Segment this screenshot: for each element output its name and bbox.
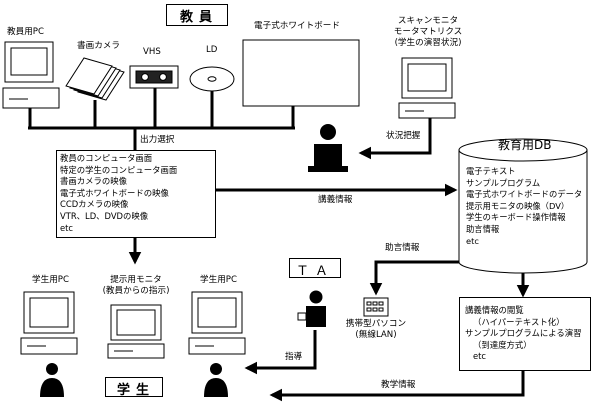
browse-list: 講義情報の閲覧 （ハイパーテキスト化） サンプルプログラムによる演習 （到達度方… <box>465 305 582 363</box>
teacher-person-icon <box>308 124 348 172</box>
teacher-pc-icon <box>2 41 60 109</box>
presentation-monitor-label-2: (教員からの指示) <box>102 286 170 296</box>
student-pc-right-label: 学生用PC <box>200 275 237 285</box>
student-pc-left-icon <box>20 291 78 355</box>
student-pc-left-label: 学生用PC <box>32 275 69 285</box>
lecture-info-label: 講義情報 <box>318 195 353 205</box>
scan-monitor-label-2: モータマトリクス <box>393 27 463 37</box>
teaching-info-arrow <box>269 370 525 402</box>
scan-monitor-icon <box>398 57 456 119</box>
presentation-monitor-label-1: 提示用モニタ <box>110 275 162 285</box>
browse-list-item: 講義情報の閲覧 <box>465 305 524 315</box>
student-pc-right-icon <box>188 291 246 355</box>
mobile-pc-label-2: (無線LAN) <box>355 330 397 340</box>
student-person-right-icon <box>204 363 228 397</box>
teacher-title-box: 教員 <box>166 4 228 26</box>
output-list: 教員のコンピュータ画面 特定の学生のコンピュータ画面 書画カメラの映像 電子式ホ… <box>60 153 177 234</box>
advice-info-arrow <box>369 260 459 296</box>
document-camera-icon <box>65 57 125 101</box>
db-item-list: 電子テキスト サンプルプログラム 電子式ホワイトボードのデータ 提示用モニタの映… <box>466 166 582 247</box>
output-bus <box>28 88 295 150</box>
db-item: 電子テキスト <box>466 166 516 176</box>
db-item: 提示用モニタの映像（DV） <box>466 200 570 211</box>
ld-disc-icon <box>189 66 235 92</box>
advice-info-label: 助言情報 <box>385 243 420 253</box>
ld-label: LD <box>206 45 218 55</box>
output-list-item: 書画カメラの映像 <box>60 176 127 187</box>
scan-monitor-label-1: スキャンモニタ <box>397 16 459 26</box>
db-item: etc <box>466 235 479 246</box>
browse-list-item: （ハイパーテキスト化） <box>473 316 565 327</box>
output-select-label: 出力選択 <box>140 135 175 145</box>
mobile-pc-label-1: 携帯型パソコン <box>345 319 407 329</box>
ta-title: ＴＡ <box>296 264 335 279</box>
whiteboard-label: 電子式ホワイトボード <box>254 21 340 31</box>
teacher-pc-label: 教員用PC <box>7 27 44 37</box>
status-grasp-label: 状況把握 <box>386 131 421 141</box>
student-title: 学生 <box>117 383 156 398</box>
student-person-left-icon <box>40 363 64 397</box>
output-list-item: 電子式ホワイトボードの映像 <box>60 187 169 198</box>
teaching-info-label: 教学情報 <box>381 380 416 390</box>
presentation-monitor-icon <box>107 304 165 359</box>
vhs-label: VHS <box>143 47 161 57</box>
db-title: 教育用DB <box>498 138 552 152</box>
browse-info-box: 講義情報の閲覧 （ハイパーテキスト化） サンプルプログラムによる演習 （到達度方… <box>459 297 591 371</box>
output-list-item: 特定の学生のコンピュータ画面 <box>60 164 178 175</box>
status-grasp-arrow <box>358 118 432 160</box>
db-item: 電子式ホワイトボードのデータ <box>466 189 583 200</box>
db-item: 学生のキーボード操作情報 <box>466 212 566 223</box>
vhs-icon <box>129 65 179 89</box>
mobile-pc-icon <box>363 297 389 317</box>
ta-person-icon <box>297 290 326 327</box>
browse-list-item: etc <box>473 351 487 362</box>
output-list-item: 教員のコンピュータ画面 <box>60 153 153 163</box>
browse-list-item: サンプルプログラムによる演習 <box>465 328 582 339</box>
output-list-box: 教員のコンピュータ画面 特定の学生のコンピュータ画面 書画カメラの映像 電子式ホ… <box>56 150 216 238</box>
scan-monitor-label-3: (学生の演習状況) <box>394 38 462 48</box>
guidance-arrow <box>244 330 317 375</box>
education-db-cylinder <box>458 138 588 274</box>
document-camera-label: 書画カメラ <box>77 41 120 51</box>
output-list-item: VTR、LD、DVDの映像 <box>60 210 149 221</box>
whiteboard-icon <box>242 39 360 107</box>
ta-title-box: ＴＡ <box>289 258 341 279</box>
db-item: 助言情報 <box>466 223 500 234</box>
db-item: サンプルプログラム <box>466 177 541 188</box>
output-list-item: etc <box>60 222 74 233</box>
student-title-box: 学生 <box>105 377 163 398</box>
teacher-title: 教員 <box>180 10 219 25</box>
guidance-label: 指導 <box>285 352 303 362</box>
output-list-item: CCDカメラの映像 <box>60 199 129 210</box>
browse-list-item: （到達度方式） <box>473 339 532 350</box>
